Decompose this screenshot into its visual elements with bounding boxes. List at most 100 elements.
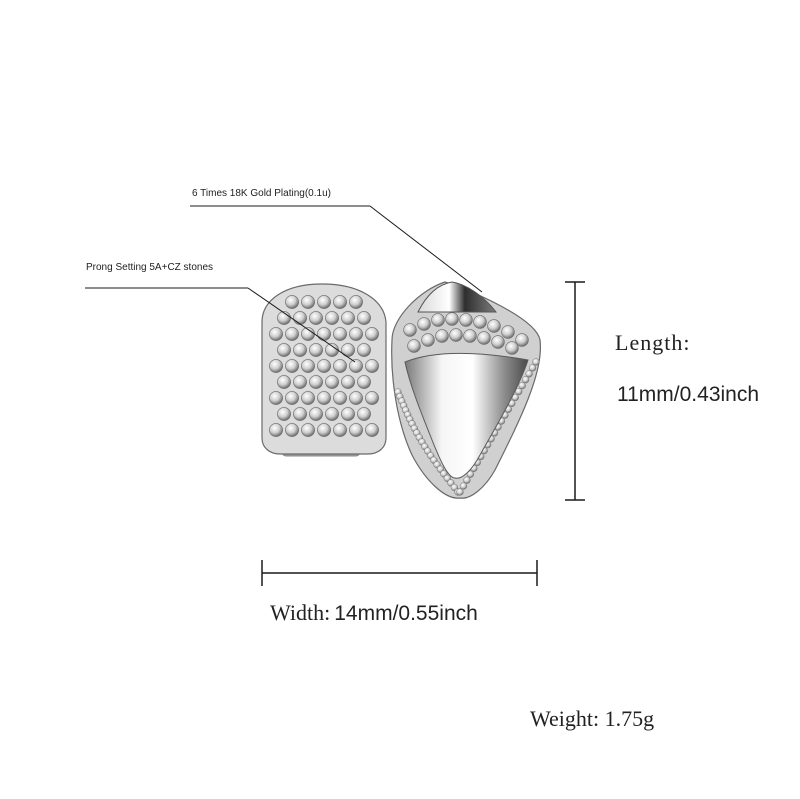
right-tooth-polished-face bbox=[404, 352, 529, 479]
metal-bead bbox=[466, 470, 475, 478]
width-label: Width: bbox=[270, 600, 331, 625]
cz-stone bbox=[269, 359, 283, 373]
cz-stone bbox=[365, 327, 379, 341]
cz-stone bbox=[501, 325, 515, 339]
cz-stone bbox=[403, 323, 417, 337]
plating-annotation: 6 Times 18K Gold Plating(0.1u) bbox=[192, 188, 331, 199]
callout-lines bbox=[85, 205, 483, 363]
cz-stone bbox=[301, 391, 315, 405]
cz-stone bbox=[277, 343, 291, 357]
cz-stone bbox=[309, 375, 323, 389]
cz-stone bbox=[435, 329, 449, 343]
metal-bead bbox=[456, 488, 464, 496]
cz-stone bbox=[293, 311, 307, 325]
cz-stone bbox=[491, 335, 505, 349]
cz-stone bbox=[285, 359, 299, 373]
right-tooth-cap bbox=[417, 281, 498, 313]
cz-stone bbox=[333, 391, 347, 405]
cz-stone bbox=[357, 311, 371, 325]
cz-stone bbox=[285, 295, 299, 309]
cz-stone bbox=[349, 327, 363, 341]
length-label: Length: bbox=[615, 330, 691, 355]
cz-stone bbox=[473, 315, 487, 329]
left-tooth-grill bbox=[261, 283, 387, 457]
right-tooth-stones bbox=[403, 312, 529, 355]
cz-stone bbox=[293, 407, 307, 421]
cz-stone bbox=[285, 327, 299, 341]
cz-stone bbox=[357, 407, 371, 421]
cz-stone bbox=[301, 359, 315, 373]
length-dimension-bar bbox=[565, 281, 585, 501]
cz-stone bbox=[269, 327, 283, 341]
cz-stone bbox=[333, 295, 347, 309]
cz-stone bbox=[505, 341, 519, 355]
cz-stone bbox=[285, 391, 299, 405]
cz-stone bbox=[445, 312, 459, 326]
setting-leader-diagonal bbox=[247, 287, 356, 363]
metal-bead bbox=[459, 482, 468, 490]
cz-stone bbox=[301, 423, 315, 437]
cz-stone bbox=[365, 423, 379, 437]
cz-stone bbox=[365, 359, 379, 373]
cz-stone bbox=[341, 407, 355, 421]
cz-stone bbox=[285, 423, 299, 437]
cz-stone bbox=[317, 295, 331, 309]
cz-stone bbox=[463, 329, 477, 343]
cz-stone bbox=[277, 375, 291, 389]
cz-stone bbox=[349, 423, 363, 437]
cz-stone bbox=[365, 391, 379, 405]
cz-stone bbox=[301, 295, 315, 309]
metal-bead bbox=[532, 358, 540, 366]
cz-stone bbox=[293, 375, 307, 389]
cz-stone bbox=[325, 407, 339, 421]
width-value: 14mm/0.55inch bbox=[334, 602, 478, 625]
cz-stone bbox=[417, 317, 431, 331]
length-value: 11mm/0.43inch bbox=[617, 383, 760, 406]
weight-value: 1.75g bbox=[604, 706, 655, 731]
cz-stone bbox=[407, 339, 421, 353]
metal-bead bbox=[518, 381, 526, 390]
cz-stone bbox=[317, 359, 331, 373]
cz-stone bbox=[449, 328, 463, 342]
metal-bead bbox=[463, 476, 471, 484]
right-tooth-grill bbox=[391, 281, 542, 499]
width-caption: Width: 14mm/0.55inch bbox=[270, 600, 478, 626]
cz-stone bbox=[349, 359, 363, 373]
cz-stone bbox=[333, 423, 347, 437]
cz-stone bbox=[269, 423, 283, 437]
weight-label: Weight: bbox=[530, 706, 600, 731]
cz-stone bbox=[459, 313, 473, 327]
cz-stone bbox=[341, 311, 355, 325]
width-dimension-bar bbox=[261, 560, 538, 586]
weight-caption: Weight: 1.75g bbox=[530, 706, 654, 732]
cz-stone bbox=[333, 327, 347, 341]
cz-stone bbox=[515, 333, 529, 347]
cz-stone bbox=[357, 375, 371, 389]
cz-stone bbox=[309, 407, 323, 421]
cz-stone bbox=[421, 333, 435, 347]
cz-stone bbox=[277, 407, 291, 421]
cz-stone bbox=[269, 391, 283, 405]
cz-stone bbox=[309, 311, 323, 325]
cz-stone bbox=[293, 343, 307, 357]
metal-bead bbox=[515, 387, 523, 396]
cz-stone bbox=[341, 343, 355, 357]
metal-bead bbox=[525, 370, 533, 378]
cz-stone bbox=[431, 313, 445, 327]
cz-stone bbox=[317, 327, 331, 341]
cz-stone bbox=[477, 331, 491, 345]
metal-bead bbox=[521, 376, 530, 384]
cz-stone bbox=[325, 311, 339, 325]
cz-stone bbox=[333, 359, 347, 373]
cz-stone bbox=[309, 343, 323, 357]
plating-leader-diagonal bbox=[369, 205, 483, 293]
metal-bead bbox=[528, 364, 537, 372]
setting-annotation: Prong Setting 5A+CZ stones bbox=[86, 262, 214, 273]
cz-stone bbox=[349, 295, 363, 309]
cz-stone bbox=[341, 375, 355, 389]
cz-stone bbox=[357, 343, 371, 357]
cz-stone bbox=[487, 319, 501, 333]
cz-stone bbox=[317, 423, 331, 437]
